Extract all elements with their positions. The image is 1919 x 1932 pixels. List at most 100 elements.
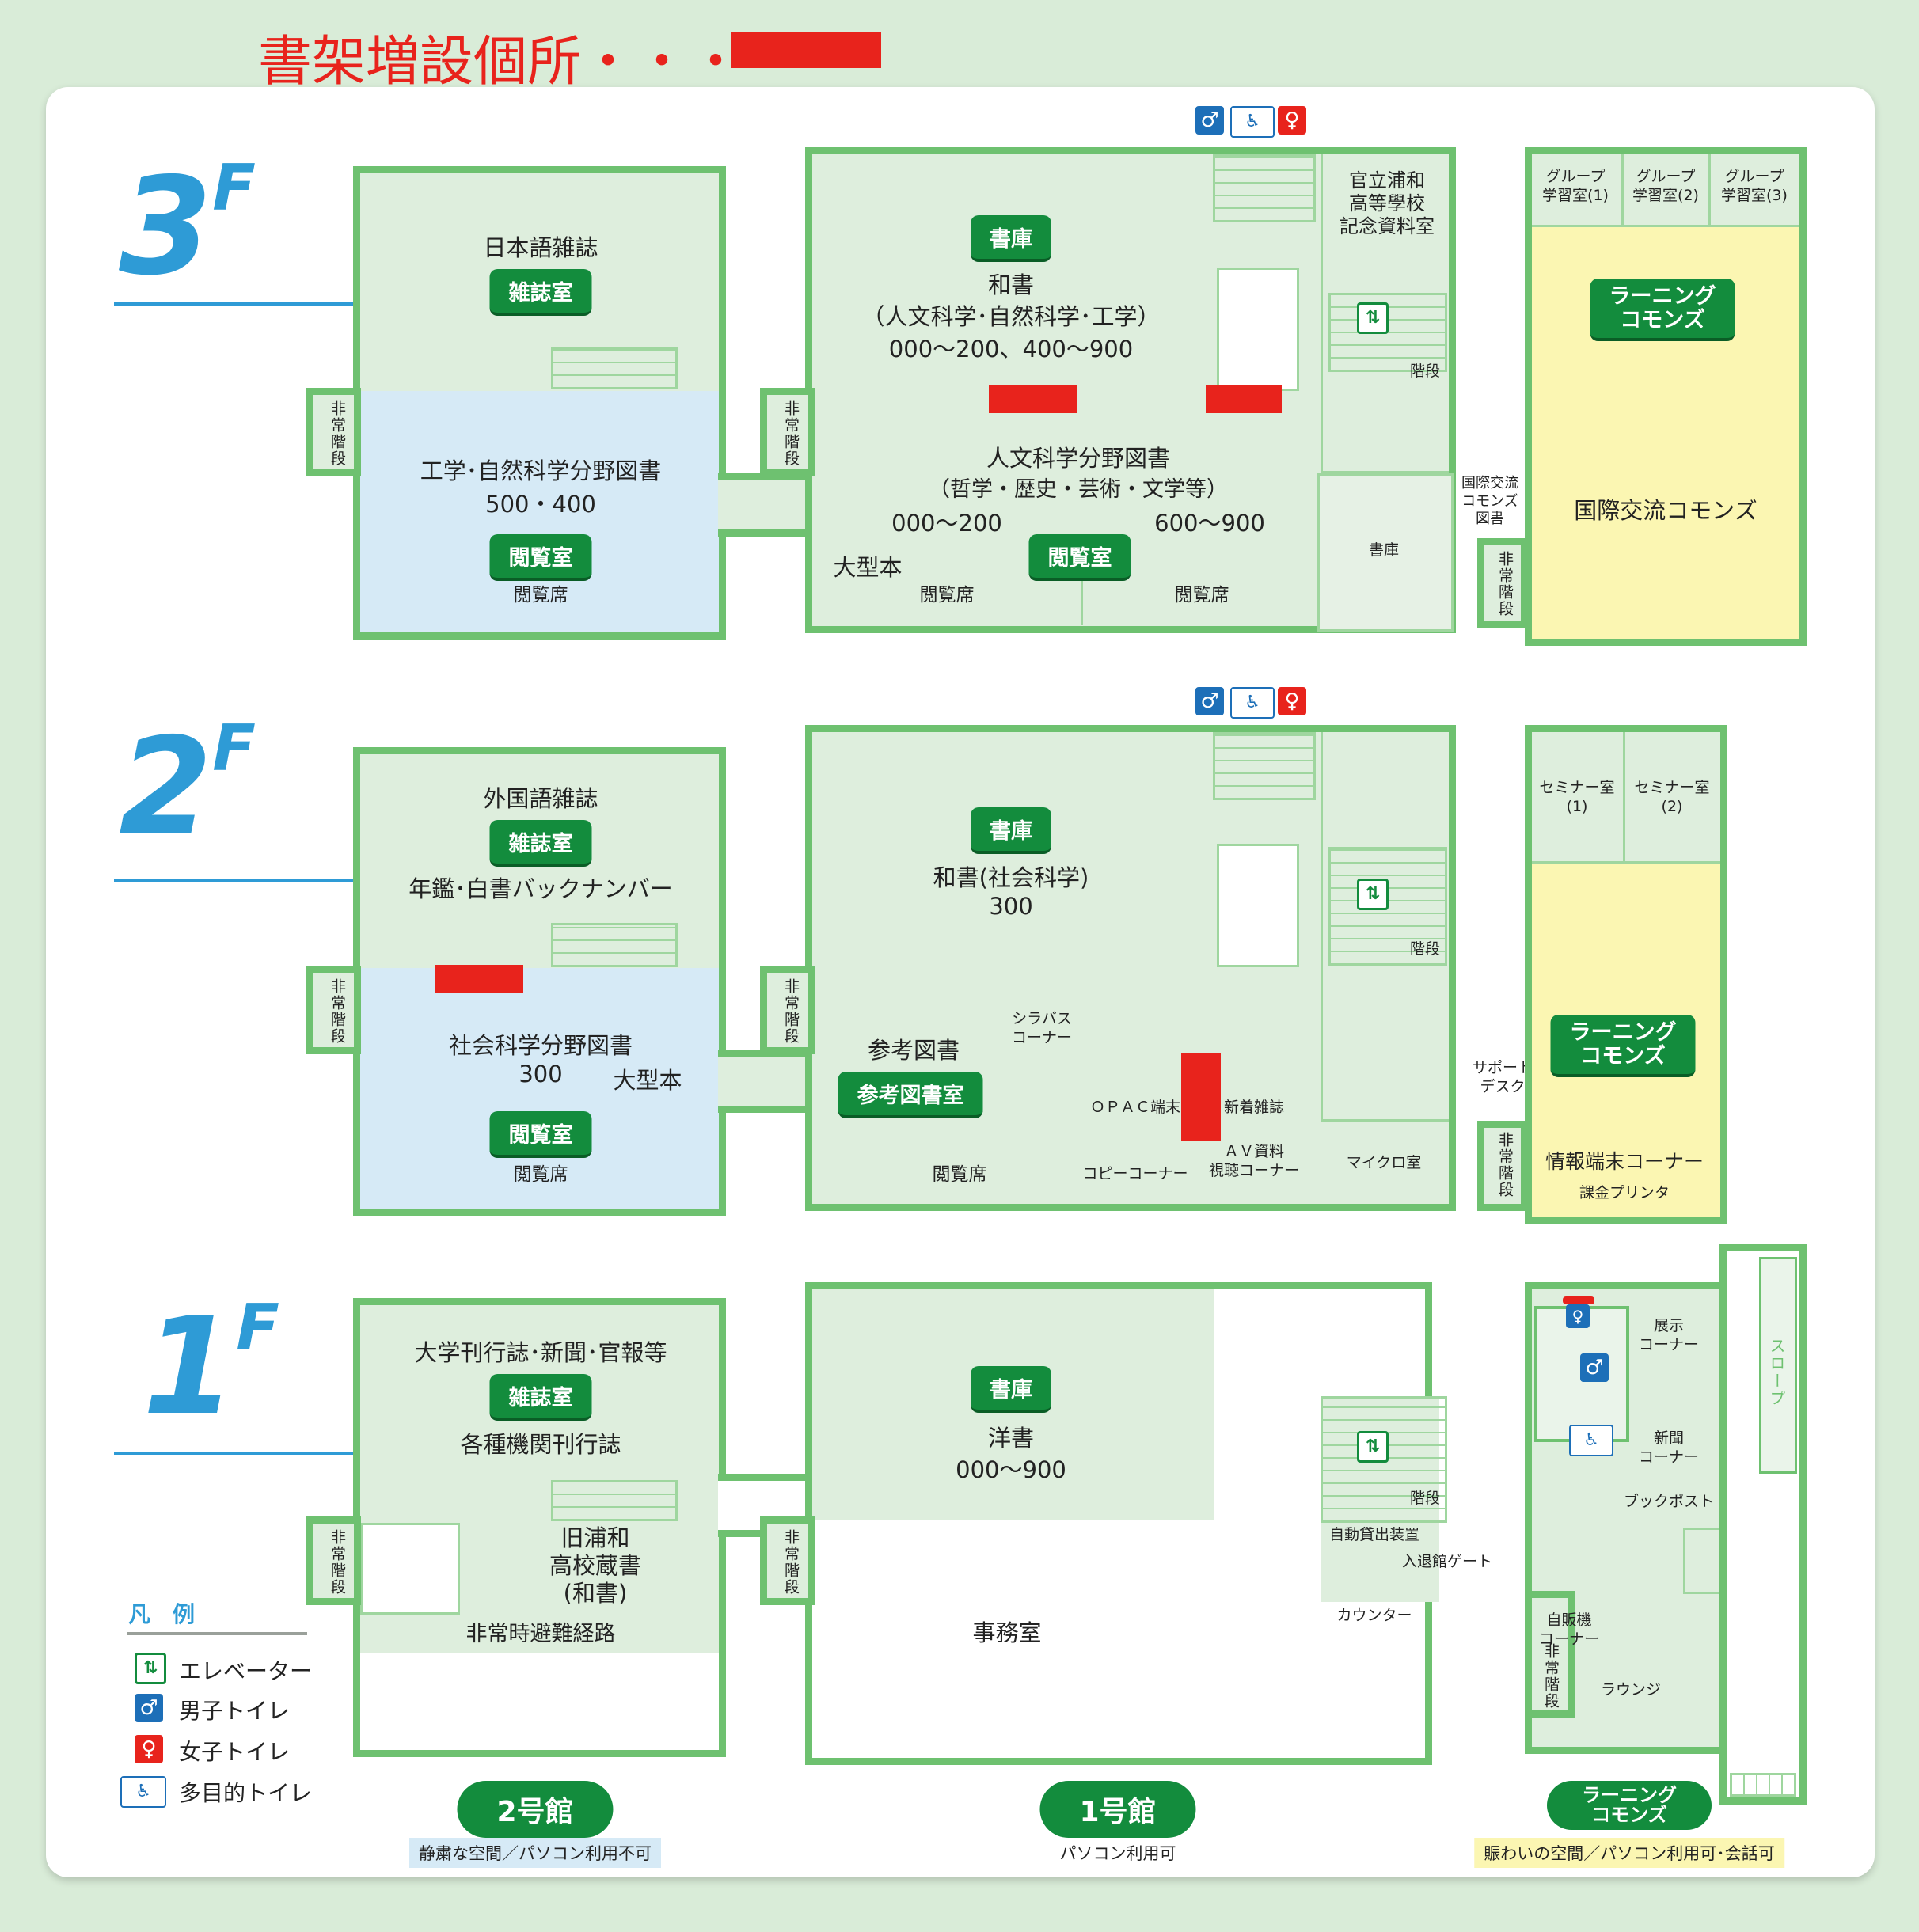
jinbun-sub-3f: （哲学・歴史・芸術・文学等） [929,477,1228,502]
tenji-label-1f: 展示 コーナー [1638,1317,1700,1353]
kaidan-label-3f: 階段 [1409,362,1441,380]
jihan-label-1f: 自販機 コーナー [1538,1611,1600,1648]
male-toilet-icon-3f: ♂ [1195,106,1224,135]
void-2f [1217,844,1299,967]
male-toilet-icon-1f: ♂ [1580,1353,1609,1382]
shelf-addition-2f-b [1181,1053,1221,1141]
slope-lines-1f [1730,1773,1796,1797]
legend-divider [127,1632,307,1635]
group-div1-3f [1621,154,1624,226]
kyu-label-1f: 旧浦和 高校蔵書 (和書) [549,1524,642,1607]
exit-label-2f-left: 非常階段 [329,978,346,1045]
lc-building-note: 賑わいの空間／パソコン利用可･会話可 [1474,1838,1784,1868]
exit-label-2f-mid: 非常階段 [782,978,800,1045]
av-label-2f: ＡＶ資料 視聴コーナー [1208,1143,1300,1179]
stairs-2f-toilet [1213,732,1316,800]
wall-3f-b [1320,471,1449,473]
zasshi-badge-1f: 雑誌室 [489,1374,592,1421]
seat-label-2f-b2: 閲覧席 [513,1164,568,1185]
shoko-label-3f: 書庫 [1368,541,1400,559]
zasshi-label-3f: 日本語雑誌 [483,234,598,261]
exit-1f-mid [760,1516,815,1605]
jinbun-label-3f: 人文科学分野図書 [986,445,1171,472]
daigaku-label-1f: 大学刊行誌･新聞･官報等 [414,1339,667,1366]
lc-badge-3f: ラーニング コモンズ [1590,279,1735,342]
group1-label-3f: グループ 学習室(1) [1542,168,1609,204]
wa-sub-3f: （人文科学･自然科学･工学） [861,303,1161,330]
elevator-icon-2f: ⇅ [1357,879,1389,910]
legend-title: 凡 例 [128,1601,196,1627]
room-2f-bldg1 [805,725,1456,1211]
yosho-label-1f: 洋書 [987,1425,1035,1452]
jido-label-1f: 自動貸出装置 [1328,1526,1420,1543]
micro-label-2f: マイクロ室 [1346,1154,1422,1171]
shakai-label-2f: 社会科学分野図書 [448,1032,633,1059]
wall-3f-c [1081,538,1083,625]
slope-inner-1f [1759,1257,1797,1474]
building-2-label: 2号館 [457,1781,614,1838]
kokusai-label-3f: 国際交流コモンズ [1574,497,1758,524]
exit-label-1f-right: 非常階段 [1542,1643,1560,1710]
building-1-note: パソコン利用可 [1059,1844,1176,1863]
seminar-wall-2f [1532,861,1720,864]
study-area-3f [360,391,719,632]
floor-line-3f [114,302,356,306]
void-1f [360,1523,460,1615]
etsuran-badge-2f: 閲覧室 [489,1111,592,1158]
legend-elevator: エレベーター [179,1658,313,1684]
wa-label-2f: 和書(社会科学) [933,864,1089,891]
elevator-icon-3f: ⇅ [1357,302,1389,334]
syllabus-label-2f: シラバス コーナー [1011,1010,1073,1046]
wall-2f-a [1320,732,1323,1120]
sanko-label-2f: 参考図書 [867,1037,960,1064]
shoko-badge-3f: 書庫 [971,215,1051,262]
shoko-badge-2f: 書庫 [971,807,1051,854]
etsuran2-badge-3f: 閲覧室 [1028,534,1131,581]
group-wall-3f [1532,225,1799,227]
exit-label-1f-left: 非常階段 [329,1529,346,1596]
learning-commons-3f [1525,147,1807,646]
shakai-num-2f: 300 [519,1061,563,1087]
shinbun-label-1f: 新聞 コーナー [1638,1429,1700,1466]
evac-route-area-1f [360,1653,719,1750]
bookpost-label-1f: ブックポスト [1623,1493,1715,1510]
female-toilet-icon-3f: ♀ [1278,106,1306,135]
seminar-div-2f [1623,732,1625,862]
nenkan-label-2f: 年鑑･白書バックナンバー [408,875,673,902]
wa-range-3f: 000～200、400～900 [888,336,1134,362]
shelf-addition-swatch [731,32,881,68]
group3-label-3f: グループ 学習室(3) [1721,168,1788,204]
wa-label-3f: 和書 [987,271,1035,298]
exit-label-1f-mid: 非常階段 [782,1529,800,1596]
building-2-note: 静粛な空間／パソコン利用不可 [409,1838,661,1868]
stairs-3f-b2 [551,347,678,389]
etsuran-badge-3f: 閲覧室 [489,534,592,581]
stairs-3f-toilet [1213,154,1316,222]
male-toilet-icon-2f: ♂ [1195,687,1224,715]
legend-multi: 多目的トイレ [179,1780,313,1806]
exit-label-3f-left: 非常階段 [329,400,346,467]
floor-label-1f: 1F [142,1289,279,1445]
kogaku-num-3f: 500・400 [485,491,596,518]
exit-3f-right [1477,538,1528,628]
study-area-2f [360,968,719,1209]
multi-toilet-icon-1f: ♿ [1569,1425,1613,1456]
joho-label-2f: 情報端末コーナー [1545,1150,1704,1173]
wall-2f-b [1320,1119,1449,1122]
shinchaku-label-2f: 新着雑誌 [1223,1099,1285,1116]
exit-3f-left [306,388,361,476]
hijo-label-1f: 非常時避難経路 [466,1622,616,1646]
stairs-1f-b2 [551,1480,678,1521]
multi-toilet-icon-2f: ♿ [1230,687,1275,719]
elevator-icon-1f: ⇅ [1357,1431,1389,1463]
legend-female: 女子トイレ [179,1739,291,1765]
jimu-label-1f: 事務室 [972,1619,1042,1646]
shelf-addition-3f-a [989,385,1077,413]
exit-2f-left [306,966,361,1054]
kogaku-label-3f: 工学･自然科学分野図書 [420,457,662,484]
shoko-badge-1f: 書庫 [971,1366,1051,1413]
ogata-label-2f: 大型本 [613,1067,682,1094]
corridor-3f [718,473,817,537]
building-1-label: 1号館 [1039,1781,1196,1838]
exit-1f-left [306,1516,361,1605]
